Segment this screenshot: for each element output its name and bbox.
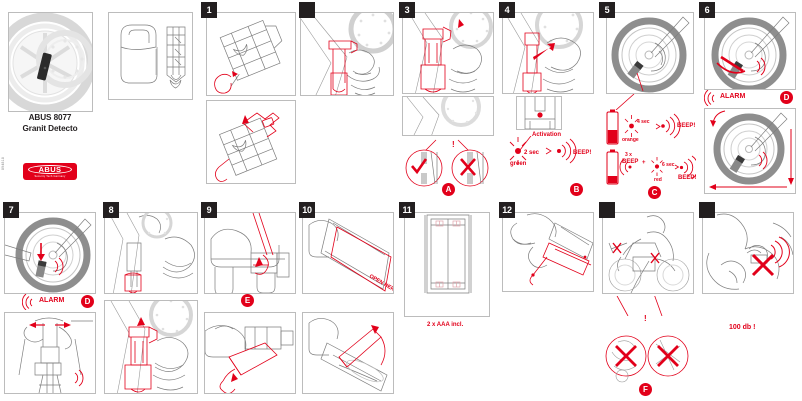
- panel-step-4: 4: [496, 0, 596, 200]
- panel-loudness: 100 db !: [696, 200, 796, 400]
- panel-step-2: [296, 0, 396, 200]
- step-7-image-b: [4, 312, 96, 394]
- panel-step-6: 6: [696, 0, 796, 200]
- warning-f-leader-lines: [602, 296, 694, 316]
- step-4-activation-label: Activation: [532, 132, 562, 138]
- panel-step-5: 5: [596, 0, 696, 200]
- loudness-image: [702, 212, 794, 294]
- step-3-image-b: [402, 96, 494, 136]
- step-6-image-a: [704, 12, 796, 90]
- step-1-image-a: [206, 12, 296, 96]
- warning-f-detail-circles: [602, 324, 694, 386]
- step-5-battery-red-graphic: [602, 148, 696, 192]
- step-number-6: 6: [699, 2, 715, 18]
- step-11-batteries-label: 2 x AAA incl.: [427, 322, 464, 328]
- panel-step-8: 8: [100, 200, 200, 400]
- step-7-alarm-waves: [22, 294, 62, 310]
- panel-warning-f: ! F: [596, 200, 696, 400]
- step-number-12: 12: [499, 202, 515, 218]
- badge-d-top: D: [780, 91, 793, 104]
- step-2-image: [300, 12, 394, 96]
- step-number-4: 4: [499, 2, 515, 18]
- step-1-image-b: [206, 100, 296, 184]
- step-7-image-a: [4, 212, 96, 294]
- panel-step-9: 9 E: [198, 200, 298, 400]
- panel-step-1: 1: [198, 0, 298, 200]
- badge-a: A: [442, 183, 455, 196]
- step-8-image-a: [104, 212, 198, 294]
- step-3-image-a: [402, 12, 494, 94]
- warning-f-exclaim: !: [644, 314, 647, 323]
- panel-step-7: 7: [0, 200, 100, 400]
- badge-e: E: [241, 294, 254, 307]
- step-4-image-a: [502, 12, 594, 94]
- step-10-image-a: OPEN HERE: [302, 212, 394, 294]
- step-3-detail-circles: [402, 138, 494, 194]
- warning-f-image: [602, 212, 694, 294]
- step-10-open-here-text: OPEN HERE: [368, 274, 394, 294]
- step-6-alarm-label: ALARM: [720, 93, 746, 100]
- badge-d-bottom: D: [81, 295, 94, 308]
- sheet-side-code: 894818: [1, 156, 5, 170]
- step-11-image: [404, 212, 490, 317]
- badge-c: C: [648, 186, 661, 199]
- step-5-six-sec-label: 6 sec: [662, 162, 675, 168]
- step-4-signal-graphic: [502, 136, 594, 176]
- step-number-7: 7: [3, 202, 19, 218]
- step-5-orange-label: orange: [622, 137, 639, 143]
- step-5-image: [606, 12, 694, 94]
- panel-step-12: 12: [496, 200, 596, 400]
- badge-b: B: [570, 183, 583, 196]
- step-3-warning-mark: !: [452, 140, 455, 149]
- step-9-image-b: [204, 312, 296, 394]
- badge-f: F: [639, 383, 652, 396]
- product-title-block: ABUS 8077 Granit Detecto: [0, 112, 100, 134]
- step-4-beep-label: BEEP!: [573, 150, 592, 156]
- product-name: Granit Detecto: [22, 124, 78, 133]
- step-number-11: 11: [399, 202, 415, 218]
- step-5-beep-label-1: BEEP!: [677, 123, 696, 129]
- panel-step-3: 3: [396, 0, 496, 200]
- step-4-green-label: green: [510, 161, 527, 167]
- step-6-alarm-waves: [704, 90, 764, 106]
- step-number-8: 8: [103, 202, 119, 218]
- step-10-image-b: [302, 312, 394, 394]
- product-hero-image: [8, 12, 93, 112]
- product-code: ABUS 8077: [28, 113, 72, 122]
- step-4-sec-label: 2 sec: [524, 150, 540, 156]
- step-12-image: [502, 212, 594, 292]
- step-7-alarm-label: ALARM: [39, 297, 65, 304]
- step-5-beep-plain-label: BEEP: [622, 159, 639, 165]
- abus-logo: ABUS Security Tech Germany: [23, 163, 77, 180]
- step-number-5: 5: [599, 2, 615, 18]
- step-5-plus-label: +: [642, 160, 646, 166]
- panel-product-hero: ABUS 8077 Granit Detecto ABUS Security T…: [0, 0, 200, 200]
- step-number-blank-1: [599, 202, 615, 218]
- step-5-three-x-label: 3 x: [625, 152, 632, 158]
- step-number-1: 1: [201, 2, 217, 18]
- step-5-four-sec-label: 4 sec: [637, 119, 650, 125]
- step-9-image-a: [204, 212, 296, 294]
- step-number-blank-2: [699, 202, 715, 218]
- abus-logo-tagline: Security Tech Germany: [34, 174, 66, 178]
- panel-step-11: 11 2 x AAA incl.: [396, 200, 496, 400]
- contents-image: [108, 12, 193, 100]
- loudness-label: 100 db !: [729, 324, 756, 331]
- step-number-9: 9: [201, 202, 217, 218]
- step-5-battery-orange-graphic: [602, 108, 696, 148]
- step-5-leader-line: [606, 94, 694, 110]
- step-4-image-b: [516, 96, 562, 130]
- step-number-10: 10: [299, 202, 315, 218]
- step-6-image-b: [704, 108, 796, 194]
- step-5-red-label: red: [654, 177, 662, 183]
- step-8-image-b: [104, 300, 198, 394]
- step-number-2: [299, 2, 315, 18]
- step-5-beep-label-2: BEEP!: [678, 175, 697, 181]
- panel-step-10: 10 OPEN HERE: [296, 200, 396, 400]
- step-number-3: 3: [399, 2, 415, 18]
- abus-logo-wordmark: ABUS: [28, 165, 72, 174]
